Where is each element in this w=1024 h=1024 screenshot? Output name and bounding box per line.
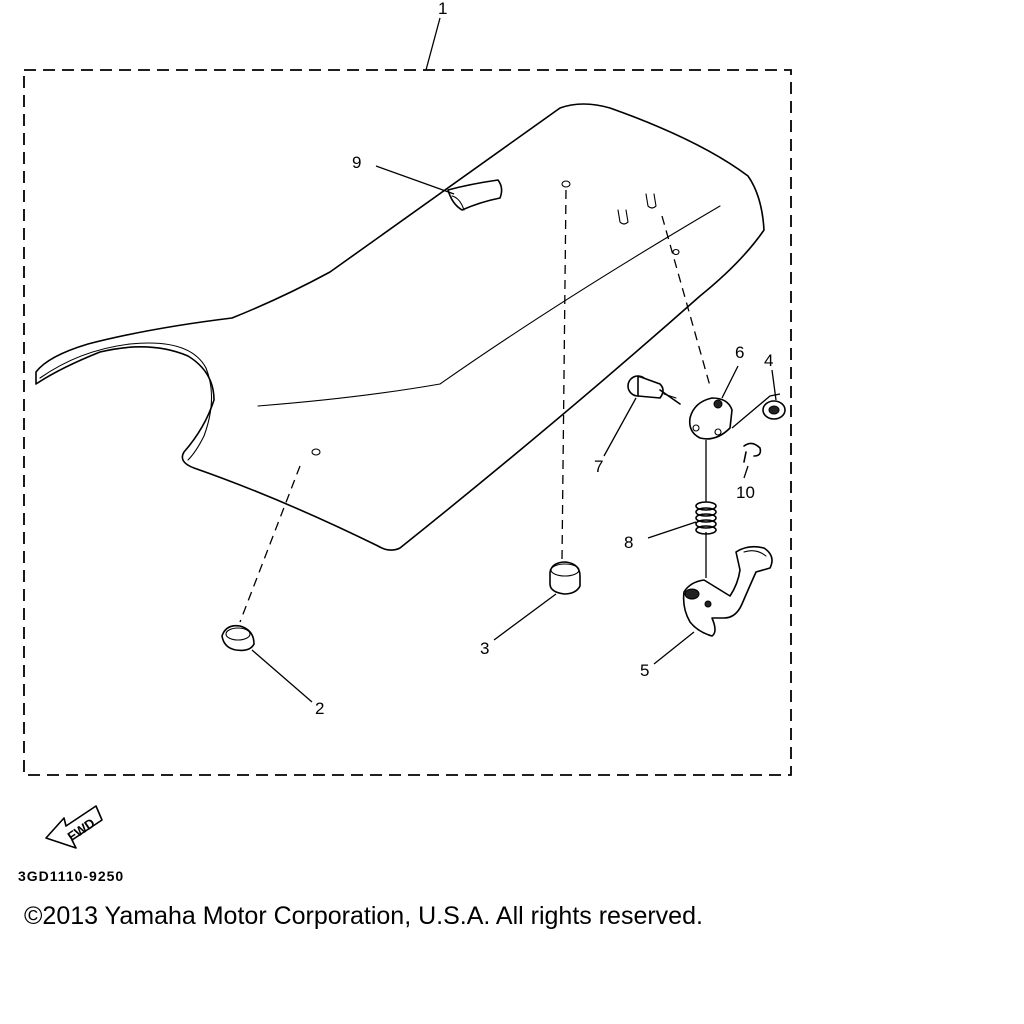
seat-part [35,103,765,551]
bracket-part-6 [688,397,733,440]
axis-part-6 [661,215,711,387]
copyright-notice: ©2013 Yamaha Motor Corporation, U.S.A. A… [24,902,703,930]
clip-part-10 [743,442,762,463]
leader-2 [251,649,313,703]
forward-arrow-icon: FWD [45,805,103,849]
callout-2: 2 [315,699,324,718]
leader-3 [493,593,557,641]
fwd-label: FWD [65,815,98,844]
lever-part-5 [682,545,773,637]
leader-7 [603,397,637,457]
callout-8: 8 [624,533,633,552]
assembly-boundary [23,69,792,776]
axis-part-4 [731,393,781,429]
leader-4 [771,369,777,401]
leader-6 [721,365,739,399]
reference-code: 3GD1110-9250 [18,868,125,884]
callout-9: 9 [352,153,361,172]
callout-4: 4 [764,351,773,370]
callout-6: 6 [735,343,744,362]
nut-part-4 [762,400,786,420]
spring-part-8 [695,501,717,535]
leader-5 [653,631,695,665]
callout-10: 10 [736,483,755,502]
leader-8 [647,521,697,539]
leader-9 [375,165,455,195]
bolt-part-7 [627,375,681,405]
axis-part-3 [561,189,567,561]
callout-3: 3 [480,639,489,658]
axis-part-2 [239,465,301,623]
leader-10 [743,465,749,479]
callout-7: 7 [594,457,603,476]
callout-1: 1 [438,0,447,18]
leader-1 [425,17,441,71]
callout-5: 5 [640,661,649,680]
damper-part-3 [549,561,581,595]
damper-part-2 [221,624,255,652]
